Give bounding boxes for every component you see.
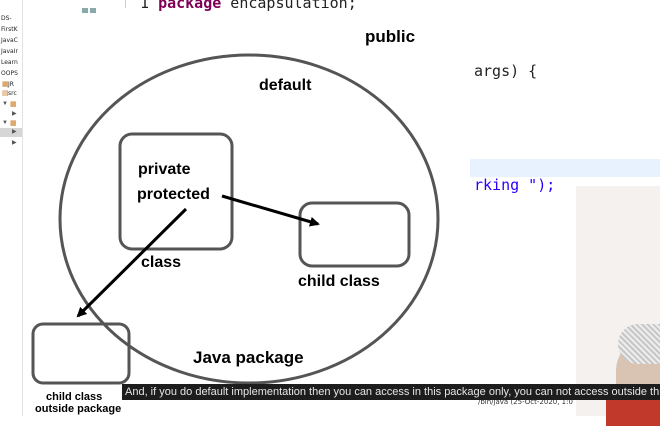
package-icon: ▦ xyxy=(10,120,17,127)
folder-icon: ▤ xyxy=(2,90,9,97)
collapse-arrow-icon[interactable]: ▶ xyxy=(12,111,17,117)
explorer-item[interactable]: OOPS xyxy=(1,70,18,77)
inherit-arrow-inside xyxy=(221,194,320,227)
collapse-arrow-icon[interactable]: ▶ xyxy=(12,129,17,135)
access-diagram xyxy=(31,53,440,385)
explorer-item[interactable]: Learn xyxy=(1,59,18,66)
explorer-item[interactable]: DS- xyxy=(1,15,12,22)
label-outside-package: outside package xyxy=(35,403,122,415)
string-literal: rking "); xyxy=(474,176,556,194)
explorer-item[interactable]: FirstK xyxy=(1,26,18,33)
label-private: private xyxy=(138,161,191,178)
line-number: 1 xyxy=(140,0,150,12)
explorer-item[interactable]: JavaC xyxy=(1,37,18,44)
label-outside-child-class: child class xyxy=(46,391,103,403)
toolbar-icon[interactable] xyxy=(82,8,88,13)
code-line-args[interactable]: args) { xyxy=(474,62,538,80)
webcam-overlay xyxy=(576,186,660,426)
collapse-arrow-icon[interactable]: ▶ xyxy=(12,140,17,146)
presenter-hair xyxy=(618,324,660,364)
explorer-item[interactable]: JR xyxy=(8,81,14,88)
label-protected: protected xyxy=(137,186,210,203)
label-java-package: Java package xyxy=(193,348,304,367)
editor-line-1[interactable]: 1 package encapsulation; xyxy=(140,0,357,12)
package-icon: ▦ xyxy=(10,101,17,108)
inherit-arrow-outside xyxy=(76,207,188,318)
child-class-box xyxy=(298,201,411,268)
toolbar-icon[interactable] xyxy=(90,8,96,13)
explorer-item[interactable]: JavaIr xyxy=(1,48,18,55)
package-ellipse xyxy=(58,53,440,385)
current-line-highlight xyxy=(470,159,660,177)
video-caption: And, if you do default implementation th… xyxy=(122,384,660,400)
package-explorer: DS- FirstK JavaC JavaIr Learn OOPS JR sr… xyxy=(0,0,23,416)
presenter-shirt xyxy=(606,396,660,426)
class-box xyxy=(118,132,234,251)
label-public: public xyxy=(365,27,416,46)
keyword: package xyxy=(158,0,222,12)
console-path: /bin/java (25-Oct-2020, 1:0 xyxy=(478,398,573,406)
explorer-item[interactable]: src xyxy=(8,90,17,97)
code-text: encapsulation; xyxy=(221,0,357,12)
selected-row xyxy=(0,128,22,137)
label-default: default xyxy=(259,77,312,94)
expand-arrow-icon[interactable]: ▼ xyxy=(2,120,8,126)
expand-arrow-icon[interactable]: ▼ xyxy=(2,101,8,107)
label-child-class: child class xyxy=(298,273,380,290)
project-icon: ▦ xyxy=(2,81,9,88)
label-class: class xyxy=(141,254,182,271)
code-line-print[interactable]: rking "); xyxy=(474,176,555,194)
outside-child-class-box xyxy=(31,322,131,385)
editor-toolbar xyxy=(82,0,112,13)
divider xyxy=(125,0,126,8)
